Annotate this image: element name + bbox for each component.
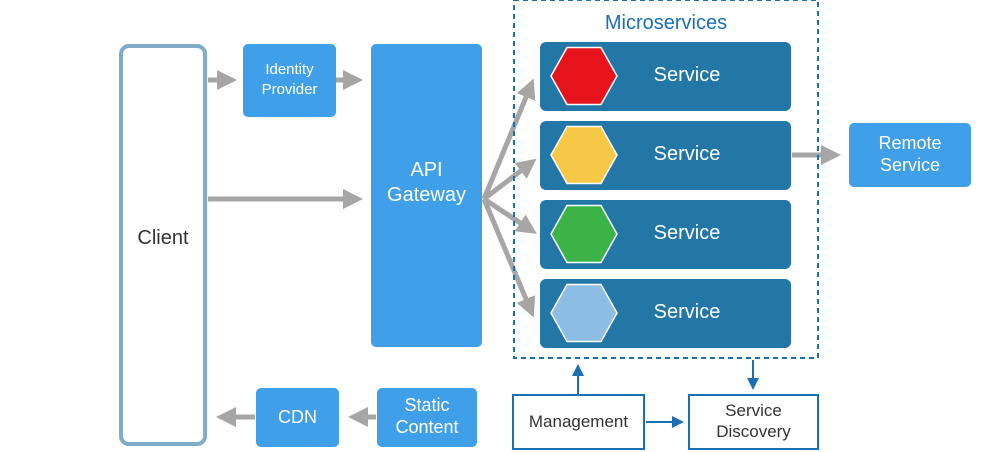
arrow-gateway-to-service-3 <box>482 196 537 234</box>
api-gateway-node: API Gateway <box>371 44 482 347</box>
arrow-gateway-to-service-1 <box>481 78 536 200</box>
cdn-label: CDN <box>278 407 317 427</box>
microservices-group: Microservices <box>513 0 819 359</box>
hexagon-icon <box>550 204 618 264</box>
static-content-node: Static Content <box>377 388 477 447</box>
arrow-gateway-to-service-4 <box>481 198 536 318</box>
service-1: Service <box>540 42 791 111</box>
service-2-label: Service <box>654 143 721 165</box>
arrow-gateway-to-service-2 <box>482 158 537 201</box>
remote-service-label-line2: Service <box>880 155 940 175</box>
service-discovery-label-line2: Discovery <box>716 422 791 441</box>
service-3: Service <box>540 200 791 269</box>
identity-provider-label-line1: Identity <box>265 61 314 78</box>
gray-arrows <box>208 70 842 427</box>
service-discovery-node: Service Discovery <box>688 394 819 450</box>
static-content-label-line1: Static <box>404 395 449 415</box>
client-node: Client <box>119 44 207 446</box>
api-gateway-label-line2: Gateway <box>387 184 466 206</box>
api-gateway-label-line1: API <box>410 159 442 181</box>
remote-service-label-line1: Remote <box>878 133 941 153</box>
remote-service-node: Remote Service <box>849 123 971 187</box>
hexagon-icon <box>550 125 618 185</box>
blue-arrows <box>572 360 759 428</box>
microservices-title: Microservices <box>605 12 727 34</box>
service-2: Service <box>540 121 791 190</box>
cdn-node: CDN <box>256 388 339 447</box>
service-4-label: Service <box>654 301 721 323</box>
management-node: Management <box>512 394 645 450</box>
static-content-label-line2: Content <box>395 417 458 437</box>
service-3-label: Service <box>654 222 721 244</box>
service-1-label: Service <box>654 64 721 86</box>
service-discovery-label-line1: Service <box>725 401 782 420</box>
hexagon-icon <box>550 46 618 106</box>
identity-provider-node: Identity Provider <box>243 44 336 117</box>
service-4: Service <box>540 279 791 348</box>
identity-provider-label-line2: Provider <box>262 81 318 98</box>
management-label: Management <box>529 412 629 431</box>
hexagon-icon <box>550 283 618 343</box>
client-label: Client <box>137 227 189 249</box>
